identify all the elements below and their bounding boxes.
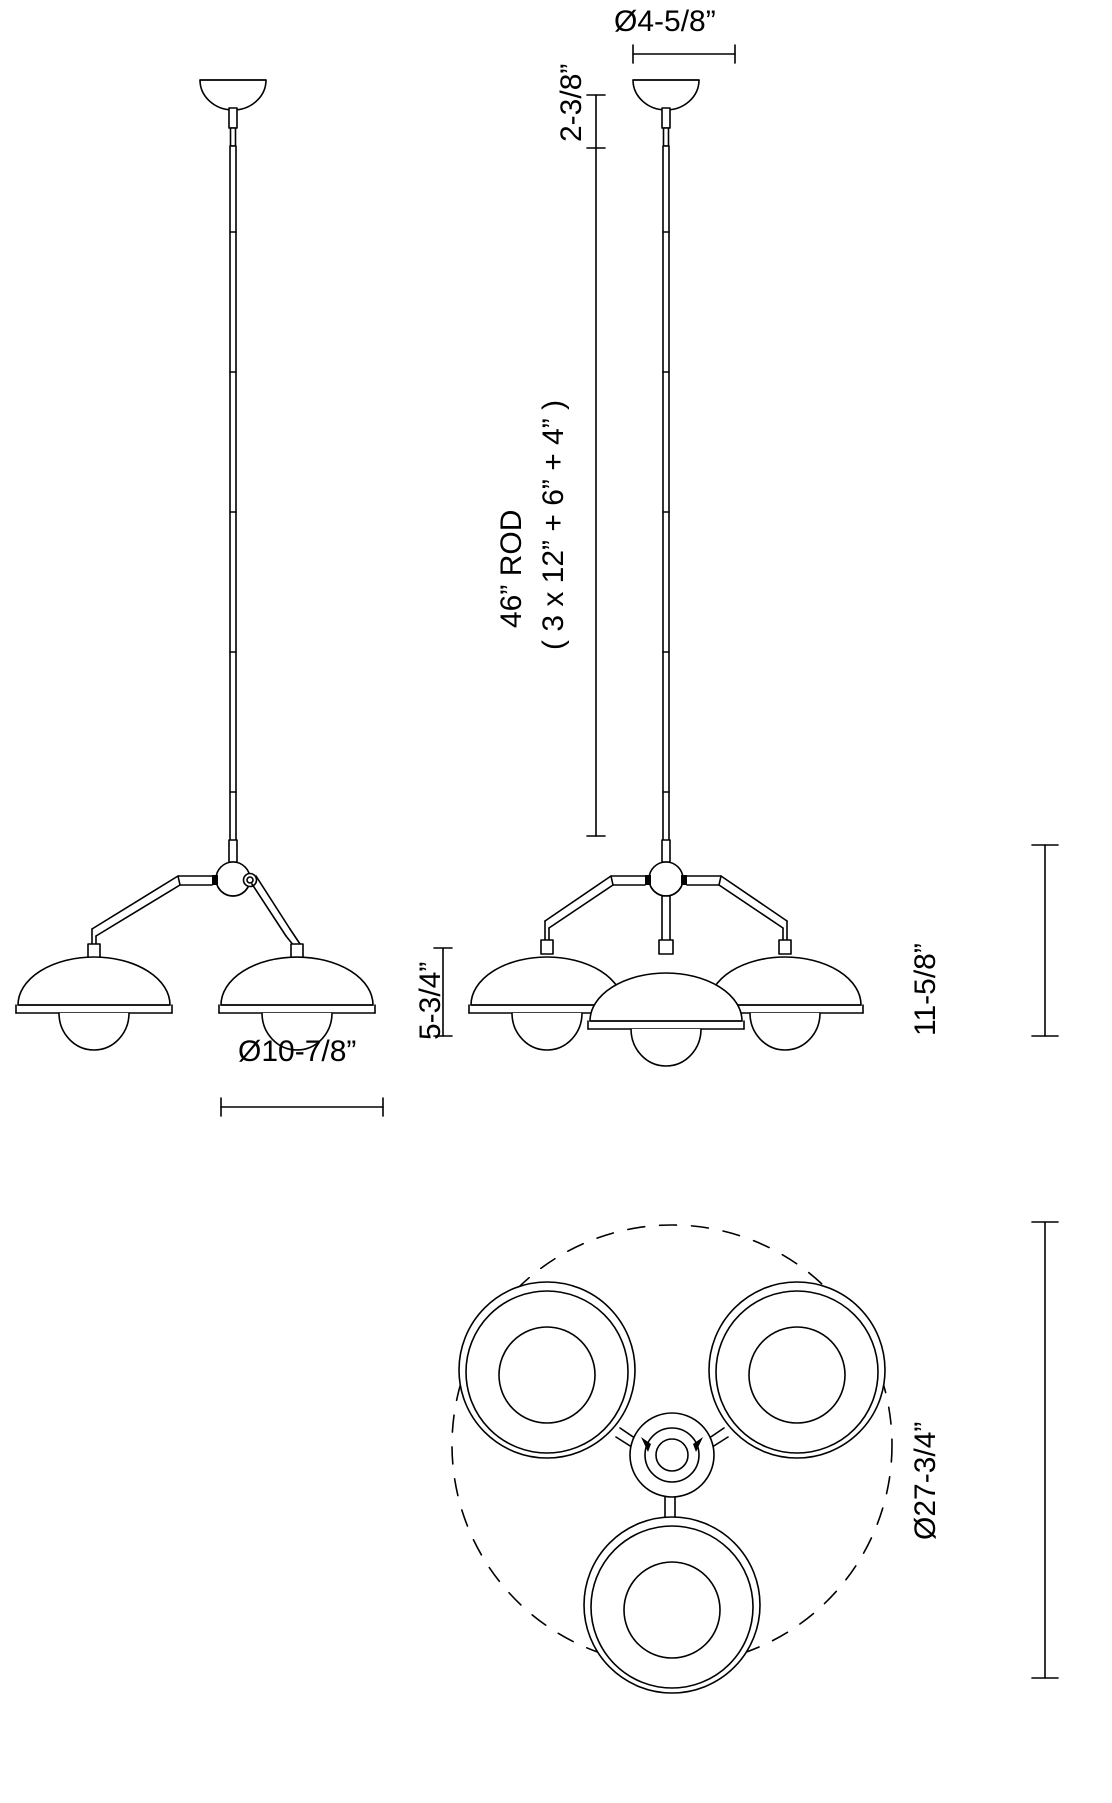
right-arm-right (686, 875, 792, 955)
label-canopy-height: 2-3/8” (555, 63, 588, 142)
right-stem (661, 107, 671, 863)
label-shade-diameter: Ø10-7/8” (238, 1035, 357, 1068)
left-elevation-view (15, 79, 384, 1117)
plan-shade-3 (583, 1516, 761, 1694)
dim-fixture-height (1031, 844, 1059, 1037)
left-canopy (199, 79, 267, 111)
plan-view (451, 1221, 1059, 1694)
dim-shade-height (433, 947, 453, 1037)
left-shade-1 (15, 956, 173, 1051)
dim-canopy-height (586, 94, 606, 149)
left-stem (228, 107, 238, 863)
label-rod-length-line1: 46” ROD (495, 509, 528, 628)
label-fixture-height: 11-5/8” (909, 943, 942, 1036)
dim-canopy-diameter (632, 44, 736, 64)
left-shade-2 (218, 956, 376, 1051)
right-elevation-view (433, 44, 1059, 1067)
label-rod-length-line2: ( 3 x 12” + 6” + 4” ) (537, 399, 570, 650)
dim-rod-length (586, 147, 606, 837)
label-overall-spread: Ø27-3/4” (909, 1421, 942, 1540)
right-hub (645, 861, 687, 897)
left-hub (212, 861, 258, 897)
right-arm-left (540, 875, 646, 955)
plan-shade-2 (708, 1281, 886, 1459)
plan-hub (629, 1412, 715, 1498)
right-arm-center (658, 895, 674, 955)
dim-overall-spread (1031, 1221, 1059, 1679)
dim-shade-diameter (220, 1097, 384, 1117)
plan-envelope-circle (451, 1224, 893, 1666)
left-arm-1 (87, 875, 213, 959)
right-shade-center (587, 972, 745, 1067)
right-canopy (632, 79, 700, 111)
left-arm-2 (251, 875, 304, 959)
label-shade-height: 5-3/4” (414, 961, 447, 1040)
label-canopy-diameter: Ø4-5/8” (614, 5, 716, 38)
plan-shade-1 (458, 1281, 636, 1459)
